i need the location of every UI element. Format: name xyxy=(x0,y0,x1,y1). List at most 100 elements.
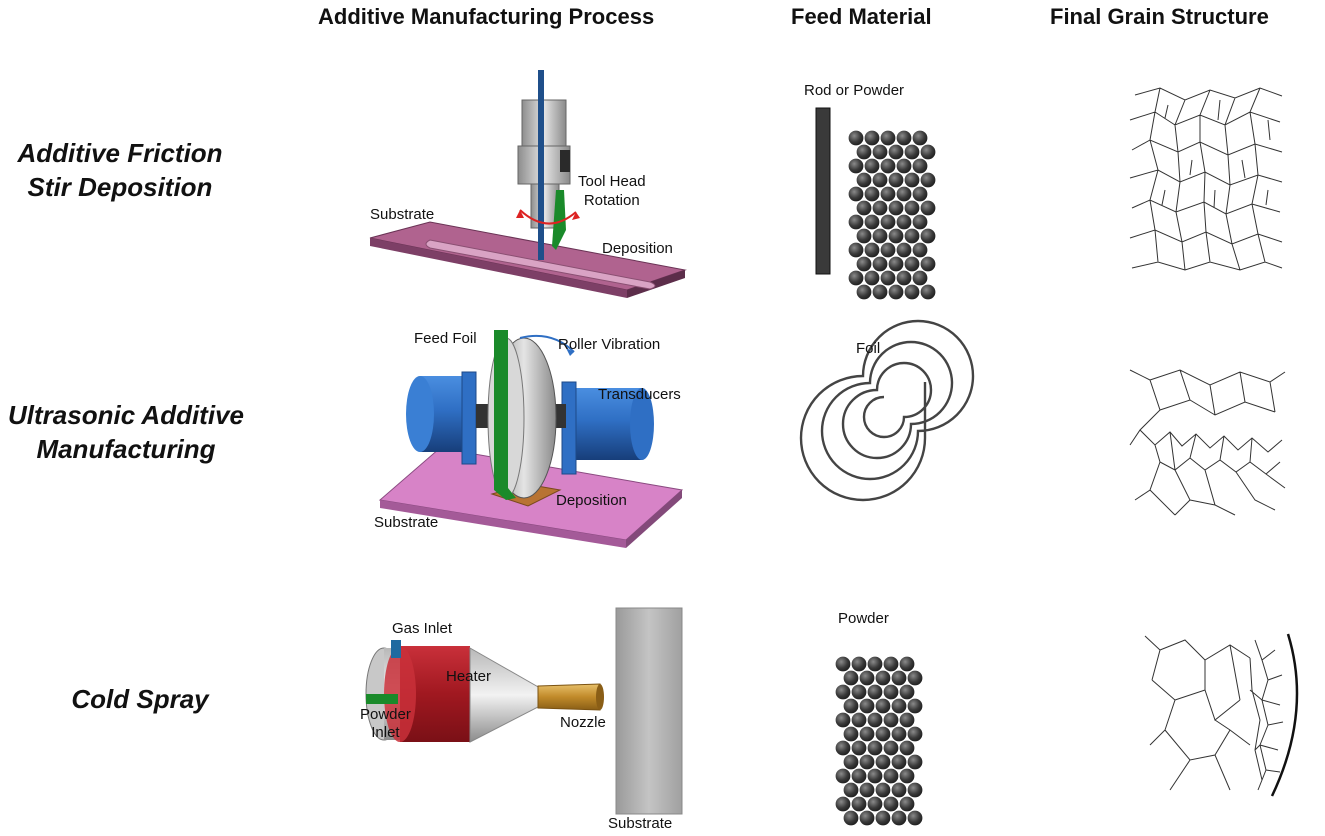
powder-particle xyxy=(888,144,904,160)
powder-particle xyxy=(859,726,875,742)
cs-label-gas-inlet: Gas Inlet xyxy=(392,620,453,637)
afsd-rotation-arrow xyxy=(519,209,577,225)
powder-particle xyxy=(904,284,920,300)
powder-particle xyxy=(851,712,867,728)
row-title-uam: Ultrasonic Additive Manufacturing xyxy=(0,398,256,466)
powder-particle xyxy=(872,200,888,216)
uam-label-feed-foil: Feed Foil xyxy=(414,330,477,347)
powder-particle xyxy=(891,782,907,798)
uam-label-roller-vibration: Roller Vibration xyxy=(558,336,661,353)
uam-label-transducers: Transducers xyxy=(598,386,681,403)
powder-particle xyxy=(848,130,864,146)
powder-particle xyxy=(875,754,891,770)
powder-particle xyxy=(907,670,923,686)
powder-particle xyxy=(867,740,883,756)
afsd-feed-label: Rod or Powder xyxy=(804,82,905,99)
cs-label-substrate: Substrate xyxy=(608,815,673,832)
afsd-feed-rod xyxy=(538,70,544,260)
row-title-uam-line1: Ultrasonic Additive xyxy=(8,400,244,430)
powder-particle xyxy=(920,284,936,300)
cs-powder-inlet xyxy=(366,694,398,704)
powder-particle xyxy=(867,656,883,672)
powder-particle xyxy=(899,796,915,812)
powder-particle xyxy=(864,242,880,258)
powder-particle xyxy=(883,740,899,756)
powder-particle xyxy=(851,656,867,672)
powder-particle xyxy=(875,782,891,798)
powder-particle xyxy=(867,684,883,700)
powder-particle xyxy=(875,726,891,742)
powder-particle xyxy=(856,284,872,300)
powder-particle xyxy=(888,228,904,244)
powder-particle xyxy=(848,214,864,230)
row-title-uam-line2: Manufacturing xyxy=(36,434,216,464)
powder-particle xyxy=(883,656,899,672)
powder-particle xyxy=(896,242,912,258)
powder-particle xyxy=(835,796,851,812)
row-title-afsd-line2: Stir Deposition xyxy=(27,172,213,202)
powder-particle xyxy=(880,242,896,258)
powder-particle xyxy=(835,684,851,700)
powder-particle xyxy=(920,200,936,216)
powder-particle xyxy=(920,144,936,160)
afsd-label-tool-head: Tool Head Rotation xyxy=(578,172,646,210)
powder-particle xyxy=(888,200,904,216)
cs-gas-inlet xyxy=(391,640,401,658)
powder-particle xyxy=(883,768,899,784)
powder-particle xyxy=(891,726,907,742)
powder-particle xyxy=(880,130,896,146)
powder-particle xyxy=(851,684,867,700)
powder-particle xyxy=(912,186,928,202)
powder-particle xyxy=(896,270,912,286)
cs-feed-label: Powder xyxy=(838,610,889,627)
powder-particle xyxy=(856,172,872,188)
powder-particle xyxy=(896,130,912,146)
afsd-label-tool-head-2: Rotation xyxy=(583,192,640,209)
powder-particle xyxy=(872,228,888,244)
powder-particle xyxy=(843,782,859,798)
powder-particle xyxy=(896,158,912,174)
powder-particle xyxy=(856,200,872,216)
afsd-green-feed xyxy=(552,190,566,250)
afsd-deposition-track xyxy=(425,239,656,290)
powder-particle xyxy=(856,144,872,160)
uam-apparatus xyxy=(378,330,684,548)
powder-particle xyxy=(891,698,907,714)
powder-particle xyxy=(891,810,907,826)
header-process: Additive Manufacturing Process xyxy=(318,4,655,29)
afsd-powder-particles xyxy=(848,130,936,300)
powder-particle xyxy=(851,796,867,812)
powder-particle xyxy=(859,670,875,686)
powder-particle xyxy=(867,768,883,784)
powder-particle xyxy=(907,726,923,742)
powder-particle xyxy=(856,256,872,272)
powder-particle xyxy=(880,270,896,286)
powder-particle xyxy=(835,740,851,756)
powder-particle xyxy=(907,810,923,826)
powder-particle xyxy=(848,186,864,202)
powder-particle xyxy=(835,656,851,672)
powder-particle xyxy=(872,144,888,160)
powder-particle xyxy=(883,796,899,812)
uam-feed-label: Foil xyxy=(856,340,881,357)
powder-particle xyxy=(899,768,915,784)
powder-particle xyxy=(843,810,859,826)
powder-particle xyxy=(835,768,851,784)
powder-particle xyxy=(859,698,875,714)
powder-particle xyxy=(867,796,883,812)
afsd-label-substrate: Substrate xyxy=(370,206,435,223)
powder-particle xyxy=(864,186,880,202)
uam-vibration-arrow xyxy=(519,334,575,353)
powder-particle xyxy=(904,200,920,216)
powder-particle xyxy=(867,712,883,728)
powder-particle xyxy=(912,242,928,258)
row-title-afsd-line1: Additive Friction xyxy=(17,138,223,168)
powder-particle xyxy=(912,158,928,174)
powder-particle xyxy=(835,712,851,728)
powder-particle xyxy=(920,228,936,244)
powder-particle xyxy=(891,754,907,770)
cs-grain-structure xyxy=(1144,633,1299,797)
powder-particle xyxy=(907,782,923,798)
powder-particle xyxy=(904,256,920,272)
powder-particle xyxy=(888,172,904,188)
